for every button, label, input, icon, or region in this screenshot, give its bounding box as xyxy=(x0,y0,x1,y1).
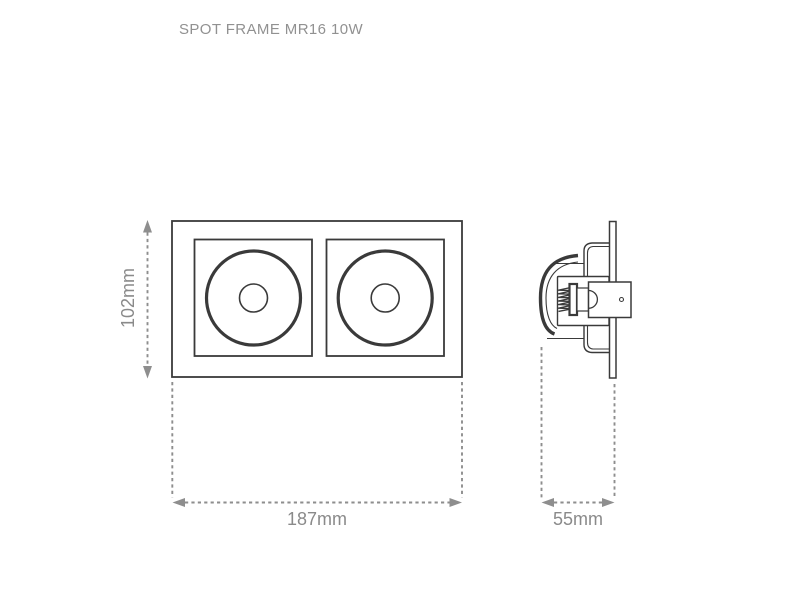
width-arrow-left xyxy=(172,498,185,507)
width-arrow-right xyxy=(449,498,462,507)
width-dimension-label: 187mm xyxy=(286,509,348,529)
side-driver-box xyxy=(587,281,632,319)
height-dimension-label: 102mm xyxy=(118,267,138,329)
dimension-height xyxy=(143,220,152,379)
right-spot-trim-ring xyxy=(336,249,434,347)
side-spring-clip-arc xyxy=(538,253,579,336)
front-view xyxy=(171,220,463,378)
dimension-depth xyxy=(540,347,616,507)
side-spring-clip-arc-inner xyxy=(545,261,579,329)
side-socket-semicircle xyxy=(588,289,599,309)
left-spot-bezel xyxy=(193,238,313,357)
side-housing-bottom-profile-inner xyxy=(586,325,610,350)
height-arrow-up xyxy=(143,220,152,233)
side-housing-top-profile xyxy=(583,242,610,277)
side-lamp-body xyxy=(576,287,590,312)
side-housing-bottom-profile xyxy=(583,325,610,354)
side-housing-top-profile-inner xyxy=(586,245,610,277)
depth-arrow-right xyxy=(602,498,615,507)
left-spot-lamp xyxy=(238,283,269,313)
side-screw-hole xyxy=(618,296,625,303)
height-arrow-down xyxy=(143,366,152,379)
dimension-width xyxy=(171,382,463,507)
side-view xyxy=(538,220,632,379)
depth-arrow-left xyxy=(541,498,554,507)
depth-dimension-label: 55mm xyxy=(552,509,603,529)
side-lamp-base xyxy=(568,282,579,317)
drawing-title: SPOT FRAME MR16 10W xyxy=(179,21,364,38)
right-spot-bezel xyxy=(325,238,445,357)
right-spot-lamp xyxy=(370,283,401,313)
left-spot-trim-ring xyxy=(204,249,303,347)
